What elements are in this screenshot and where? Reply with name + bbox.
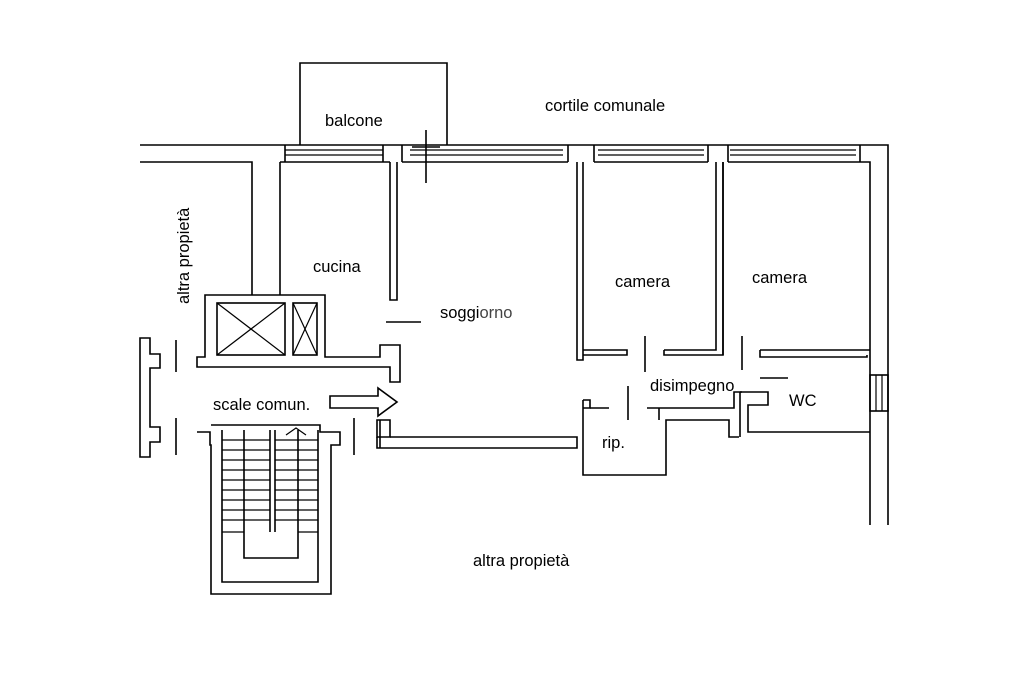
bedroom-1-walls [576,162,724,372]
stair-treads [222,439,318,533]
label-balcone: balcone [325,112,383,130]
label-camera-1: camera [615,273,671,291]
label-ripostiglio: rip. [602,434,625,452]
living-room-walls [376,419,739,476]
label-altra-propieta-side: altra propietà [175,207,193,304]
kitchen-walls [279,162,421,323]
label-camera-2: camera [752,269,808,287]
label-soggiorno: soggiorno [440,304,512,322]
wc-walls [739,374,889,437]
label-wc: WC [789,392,817,410]
label-cortile-comunale: cortile comunale [545,97,665,115]
label-cucina: cucina [313,258,362,276]
storage-walls [582,386,742,448]
lift-shafts [196,294,401,383]
label-soggiorno-part-1: soggi [440,304,479,322]
landing-wall [139,337,381,458]
exterior-walls [140,144,889,525]
entrance-arrow [329,386,399,418]
label-soggiorno-part-2: orno [479,304,512,322]
bedroom-2-walls [722,162,870,379]
label-disimpegno: disimpegno [650,377,734,395]
staircase [197,424,341,595]
label-altra-propieta-bottom: altra propietà [473,552,570,570]
label-scale-comun: scale comun. [213,396,310,414]
balcony [299,62,448,183]
